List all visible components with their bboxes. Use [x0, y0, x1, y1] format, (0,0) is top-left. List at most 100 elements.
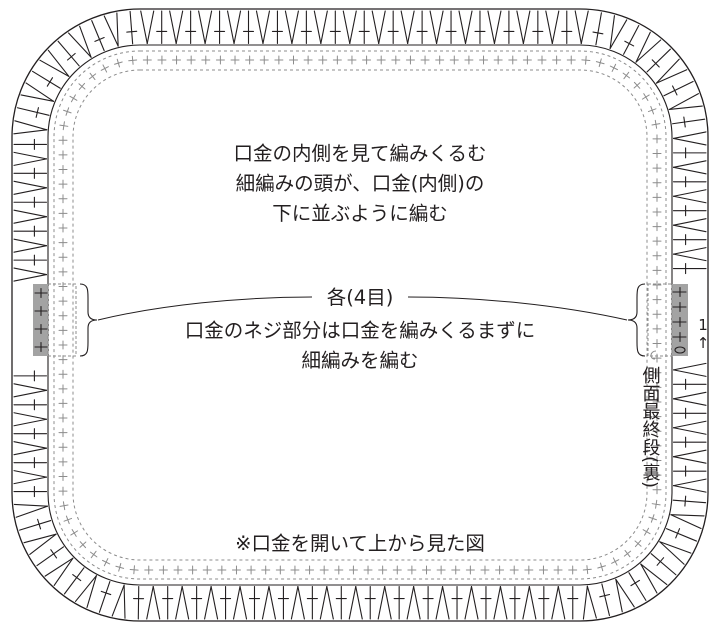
- stitch-single-crochet: [13, 428, 48, 440]
- guide-stitch-plus: [435, 55, 445, 65]
- stitch-increase-v: [313, 10, 328, 45]
- guide-stitch-plus: [70, 529, 79, 537]
- guide-stitch-plus: [58, 296, 68, 306]
- stitch-increase-v: [672, 362, 707, 377]
- stitch-increase-v: [672, 218, 707, 233]
- guide-stitch-plus: [318, 55, 328, 65]
- stitch-single-crochet: [672, 407, 707, 419]
- guide-stitch-plus: [59, 121, 69, 131]
- stroke: [268, 585, 277, 620]
- guide-stitch-plus: [652, 412, 662, 422]
- guide-stitch-plus: [652, 134, 662, 144]
- stroke: [377, 585, 386, 620]
- stitch-single-crochet: [599, 583, 611, 617]
- guide-stitch-plus: [652, 397, 662, 407]
- stroke: [668, 105, 703, 110]
- guide-stitch-plus: [275, 565, 285, 575]
- guide-stitch-plus: [172, 55, 182, 65]
- screw-stitches-left: [34, 287, 48, 353]
- stitch-single-crochet: [300, 10, 312, 45]
- guide-stitch-plus: [58, 311, 68, 321]
- guide-stitch-plus: [609, 63, 618, 72]
- stroke: [650, 553, 677, 576]
- guide-stitch-plus: [538, 565, 548, 575]
- guide-stitch-plus: [186, 55, 196, 65]
- stitch-single-crochet: [19, 518, 52, 531]
- stroke: [672, 195, 707, 204]
- guide-stitch-plus: [58, 208, 68, 218]
- guide-stitch-plus: [58, 428, 68, 438]
- stitch-increase-v: [668, 93, 703, 110]
- stroke: [94, 36, 105, 42]
- start-marker: 1↑: [694, 316, 712, 352]
- stitch-increase-v: [659, 541, 692, 565]
- stroke: [169, 10, 177, 45]
- guide-stitch-plus: [362, 55, 372, 65]
- stitch-single-crochet: [63, 567, 85, 595]
- stroke: [609, 65, 618, 71]
- stitch-increase-v: [169, 10, 184, 45]
- stroke: [672, 131, 707, 139]
- guide-stitch-plus: [59, 501, 69, 511]
- stroke: [384, 585, 392, 620]
- stroke: [198, 10, 206, 45]
- stroke: [348, 585, 357, 620]
- stitch-single-crochet: [672, 205, 707, 217]
- stroke: [413, 585, 421, 620]
- guide-stitch-plus: [508, 55, 518, 65]
- guide-stitch-plus: [391, 55, 401, 65]
- stroke: [672, 189, 707, 197]
- stitch-increase-v: [545, 10, 560, 45]
- stroke: [13, 470, 48, 478]
- guide-stitch-plus: [524, 565, 534, 575]
- stroke: [655, 499, 658, 509]
- stroke: [545, 10, 553, 45]
- stitch-increase-v: [13, 412, 48, 427]
- stroke: [672, 166, 707, 175]
- stitch-single-crochet: [532, 10, 544, 45]
- stroke: [615, 578, 623, 613]
- stroke: [650, 105, 655, 115]
- stroke: [623, 550, 632, 557]
- stroke: [672, 456, 707, 464]
- stroke: [429, 10, 438, 45]
- stroke: [232, 585, 241, 620]
- guide-stitch-plus: [88, 72, 97, 81]
- stitch-single-crochet: [91, 20, 105, 52]
- stroke: [672, 427, 707, 435]
- guide-stitch-plus: [597, 562, 606, 572]
- stroke: [86, 575, 97, 609]
- stitch-increase-v: [672, 478, 707, 493]
- stroke: [115, 565, 125, 569]
- stroke: [13, 447, 48, 456]
- stroke: [37, 518, 42, 530]
- guide-stitch-plus: [58, 325, 68, 335]
- stroke: [672, 478, 707, 487]
- guide-stitch-plus: [215, 55, 225, 65]
- guide-stitch-plus: [568, 565, 578, 575]
- stitch-single-crochet: [672, 116, 706, 128]
- stitch-increase-v: [23, 533, 57, 555]
- stitch-single-crochet: [628, 572, 647, 601]
- stitch-single-crochet: [672, 176, 707, 188]
- stroke: [319, 585, 328, 620]
- instruction-line-2: 細編みの頭が、口金(内側)の: [236, 172, 485, 195]
- guide-stitch-plus: [652, 353, 662, 363]
- stroke: [98, 580, 111, 613]
- stroke: [672, 137, 707, 146]
- stroke: [615, 578, 635, 608]
- stroke: [442, 585, 450, 620]
- stroke: [582, 585, 588, 620]
- stroke: [13, 129, 48, 135]
- each-count-label: 各(4目): [327, 286, 394, 309]
- stroke: [57, 40, 80, 67]
- stroke: [72, 573, 82, 582]
- guide-stitch-plus: [652, 441, 662, 451]
- stitch-increase-v: [103, 12, 119, 47]
- guide-stitch-plus: [651, 499, 661, 509]
- stitch-increase-v: [670, 514, 705, 530]
- guide-stitch-plus: [623, 549, 632, 558]
- guide-stitch-plus: [188, 565, 198, 575]
- stroke: [70, 94, 76, 103]
- guide-stitch-plus: [230, 55, 240, 65]
